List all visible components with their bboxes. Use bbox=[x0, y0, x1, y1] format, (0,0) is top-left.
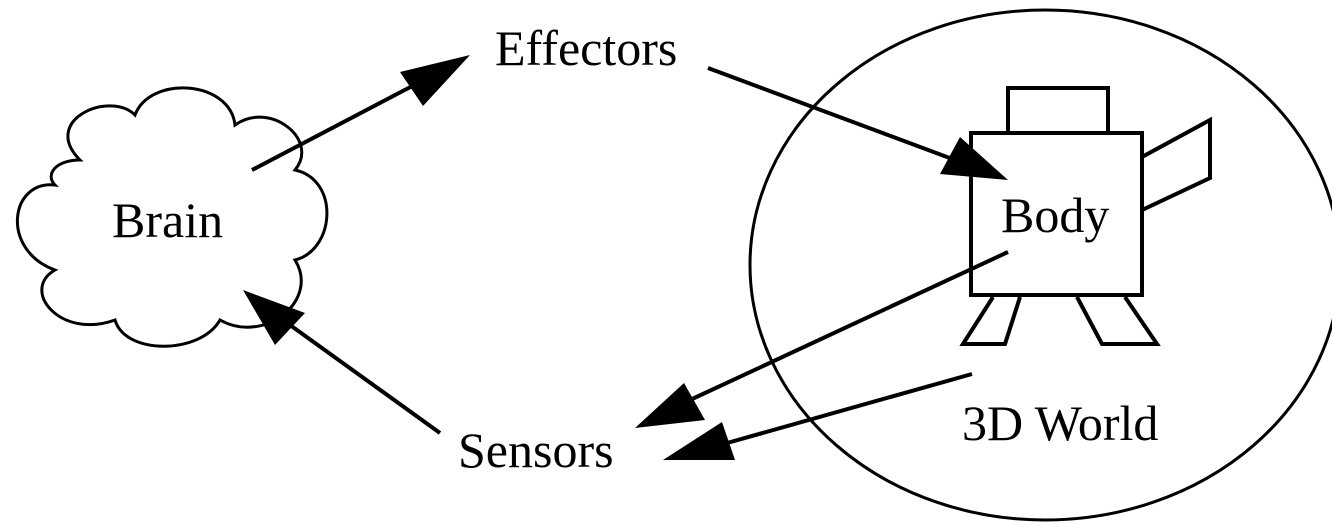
effectors-label: Effectors bbox=[495, 20, 678, 76]
arrows bbox=[243, 55, 1009, 460]
sensors-label: Sensors bbox=[458, 422, 614, 478]
body-label: Body bbox=[1001, 187, 1110, 243]
world-label: 3D World bbox=[962, 395, 1159, 451]
brain-label: Brain bbox=[112, 192, 224, 248]
brain-cloud bbox=[16, 86, 329, 348]
world-ellipse bbox=[748, 8, 1332, 522]
robot-body bbox=[959, 86, 1212, 346]
